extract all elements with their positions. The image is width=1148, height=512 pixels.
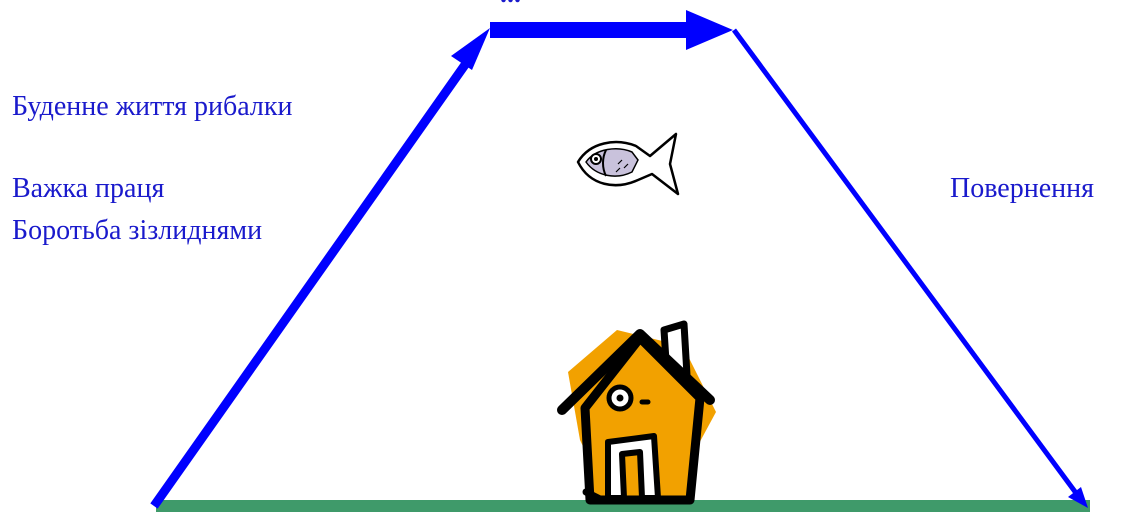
everyday-life-label: Буденне життя рибалки xyxy=(12,91,292,123)
climax-label-partial: ... xyxy=(500,0,521,10)
falling-action-arrow xyxy=(734,30,1088,508)
struggle-label: Боротьба зізлиднями xyxy=(12,215,262,247)
house-icon xyxy=(562,324,716,500)
climax-arrow xyxy=(490,10,733,50)
fish-icon xyxy=(578,134,678,194)
return-label: Повернення xyxy=(950,173,1094,205)
hard-work-label: Важка праця xyxy=(12,173,164,205)
